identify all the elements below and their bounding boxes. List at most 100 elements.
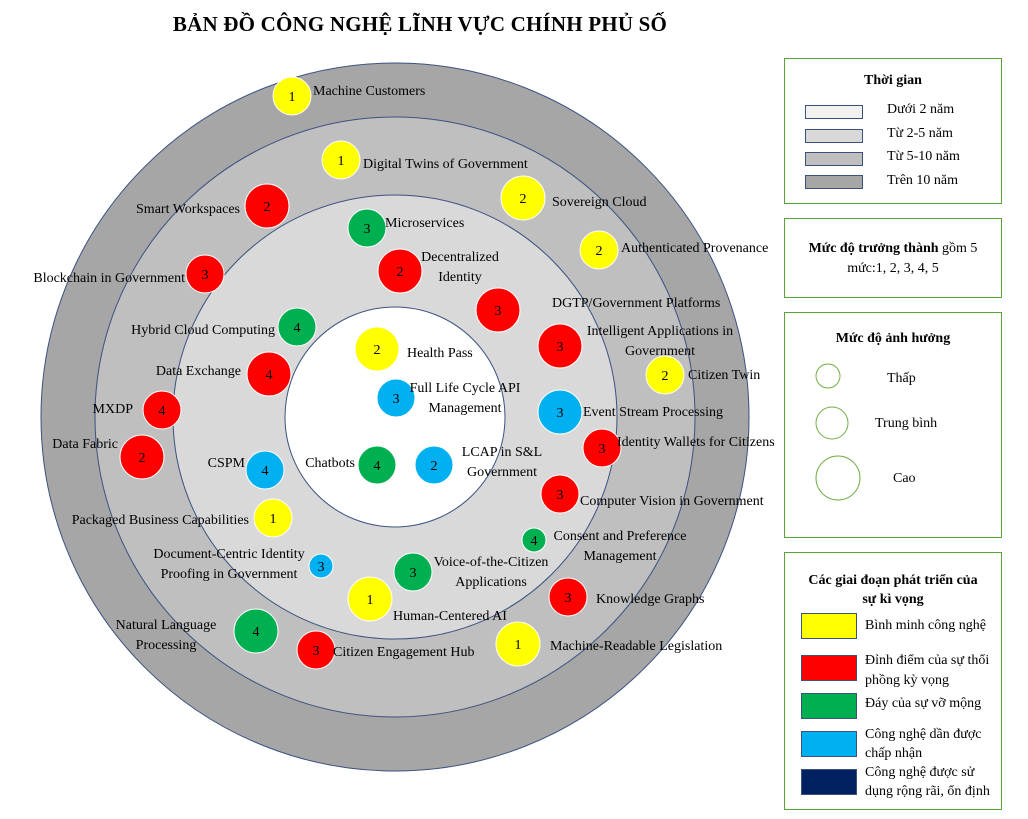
tech-bubble — [354, 326, 400, 372]
page-title: BẢN ĐỒ CÔNG NGHỆ LĨNH VỰC CHÍNH PHỦ SỐ — [172, 12, 668, 36]
tech-maturity-number: 4 — [266, 368, 273, 383]
tech-label: Event Stream Processing — [583, 405, 723, 420]
tech-label: DGTP/Government Platforms — [552, 296, 720, 311]
stage-legend-title: Các giai đoạn phát triển của sự kì vọng — [785, 571, 1001, 609]
impact-circle-medium — [815, 406, 849, 440]
timeline-legend: Thời gian Dưới 2 năm Từ 2-5 năm Từ 5-10 … — [784, 58, 1002, 204]
tech-bubble — [272, 76, 312, 116]
tech-bubble — [142, 390, 182, 430]
tech-maturity-number: 2 — [520, 192, 527, 207]
maturity-legend-rest: gồm 5 — [938, 241, 978, 256]
tech-label: Management — [428, 401, 501, 416]
stage-label-5-line1: Công nghệ được sử — [865, 765, 975, 780]
tech-bubble — [475, 287, 521, 333]
tech-label: Health Pass — [407, 346, 473, 361]
maturity-legend-line2: mức:1, 2, 3, 4, 5 — [847, 261, 939, 276]
stage-label-3: Đáy của sự vỡ mộng — [865, 695, 981, 713]
tech-maturity-number: 4 — [531, 534, 538, 549]
stage-label-4-line2: chấp nhận — [865, 746, 923, 761]
tech-label: Voice-of-the-Citizen — [434, 555, 549, 570]
tech-data-exchange: 4 Data Exchange — [156, 351, 292, 397]
tech-bubble — [245, 450, 285, 490]
tech-bubble — [253, 498, 293, 538]
timeline-label-5-10: Từ 5-10 năm — [887, 149, 960, 164]
tech-maturity-number: 1 — [515, 638, 522, 653]
stage-legend-title-line1: Các giai đoạn phát triển của — [808, 573, 978, 588]
impact-legend-circles — [815, 363, 861, 501]
tech-label: Government — [467, 465, 537, 480]
tech-maturity-number: 3 — [364, 222, 371, 237]
tech-label: Sovereign Cloud — [552, 195, 647, 210]
impact-legend: Mức độ ảnh hưởng Thấp Trung bình Cao — [784, 312, 1002, 538]
tech-label: Identity Wallets for Citizens — [617, 435, 775, 450]
tech-maturity-number: 1 — [270, 512, 277, 527]
timeline-swatch-2-5 — [805, 129, 863, 143]
tech-bubble — [376, 378, 416, 418]
tech-label: Human-Centered AI — [393, 609, 507, 624]
tech-label: Proofing in Government — [161, 567, 298, 582]
tech-label: Packaged Business Capabilities — [72, 513, 249, 528]
tech-data-fabric: 2 Data Fabric — [52, 434, 165, 480]
impact-label-medium: Trung bình — [875, 416, 938, 431]
tech-label: Consent and Preference — [554, 529, 687, 544]
tech-bubble — [645, 355, 685, 395]
tech-bubble — [579, 230, 619, 270]
stage-legend: Các giai đoạn phát triển của sự kì vọng … — [784, 552, 1002, 810]
tech-label: Computer Vision in Government — [580, 494, 764, 509]
tech-maturity-number: 4 — [374, 459, 381, 474]
tech-label: Machine-Readable Legislation — [550, 639, 722, 654]
tech-label: Smart Workspaces — [136, 202, 240, 217]
tech-maturity-number: 3 — [202, 268, 209, 283]
tech-label: Identity — [438, 270, 482, 285]
timeline-swatch-5-10 — [805, 152, 863, 166]
stage-label-4-line1: Công nghệ dần được — [865, 727, 982, 742]
tech-label: Natural Language — [116, 618, 217, 633]
tech-label: Government — [625, 344, 695, 359]
tech-label: Intelligent Applications in — [587, 324, 733, 339]
impact-circle-large — [815, 455, 861, 501]
tech-label: Document-Centric Identity — [153, 547, 304, 562]
tech-bubble — [582, 428, 622, 468]
impact-label-low: Thấp — [887, 371, 916, 386]
tech-maturity-number: 1 — [367, 593, 374, 608]
tech-label: CSPM — [208, 456, 246, 471]
tech-bubble — [233, 608, 279, 654]
tech-label: Data Exchange — [156, 364, 241, 379]
tech-bubble — [414, 445, 454, 485]
tech-bubble — [540, 474, 580, 514]
tech-maturity-number: 2 — [139, 451, 146, 466]
tech-maturity-number: 3 — [565, 591, 572, 606]
stage-swatch-4 — [801, 731, 857, 757]
timeline-legend-title: Thời gian — [864, 73, 922, 88]
tech-bubble — [277, 307, 317, 347]
tech-maturity-number: 2 — [397, 265, 404, 280]
tech-maturity-number: 3 — [393, 392, 400, 407]
tech-label: Digital Twins of Government — [363, 157, 528, 172]
tech-label: Data Fabric — [52, 437, 118, 452]
maturity-legend-bold: Mức độ trưởng thành — [808, 241, 939, 256]
tech-maturity-number: 1 — [289, 90, 296, 105]
tech-label: Citizen Twin — [688, 368, 760, 383]
stage-swatch-3 — [801, 693, 857, 719]
tech-maturity-number: 3 — [318, 560, 325, 575]
tech-maturity-number: 3 — [410, 566, 417, 581]
tech-bubble — [393, 552, 433, 592]
timeline-swatch-over-10 — [805, 175, 863, 189]
tech-bubble — [548, 577, 588, 617]
